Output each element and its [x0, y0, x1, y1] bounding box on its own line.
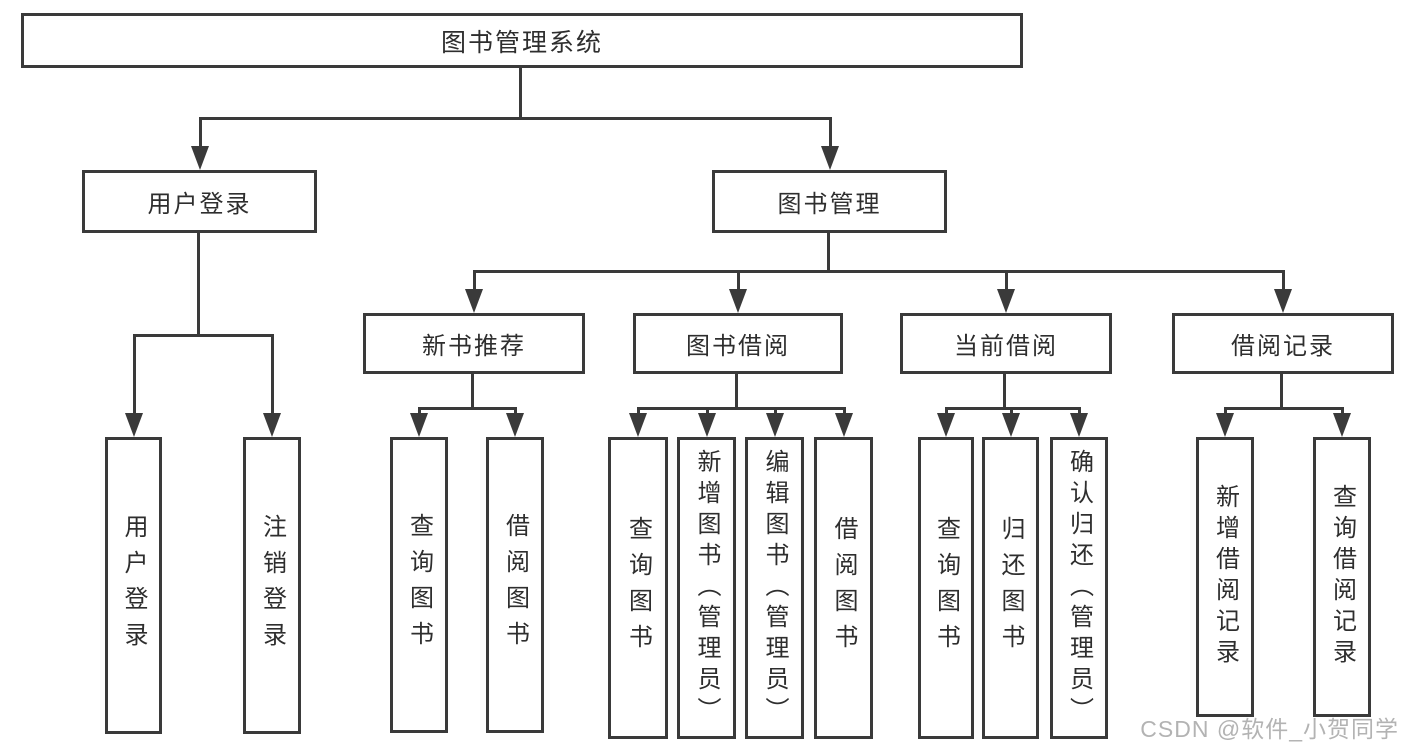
leaf-confirm-return-admin-label: 确认归还（管理员）	[1065, 448, 1093, 728]
node-book-borrowing: 图书借阅	[633, 313, 843, 374]
arrowhead-down-icon	[1216, 413, 1234, 437]
arrowhead-down-icon	[125, 413, 143, 437]
connector-line	[636, 406, 640, 415]
connector-line	[773, 406, 777, 415]
node-current-borrowing-label: 当前借阅	[954, 333, 1058, 360]
connector-line	[944, 406, 948, 415]
leaf-add-books-admin-label: 新增图书（管理员）	[693, 448, 720, 728]
connector-line	[1223, 406, 1227, 415]
leaf-add-books-admin: 新增图书（管理员）	[677, 437, 736, 739]
leaf-query-books-2: 查询图书	[608, 437, 668, 739]
connector-line	[1280, 374, 1283, 410]
leaf-query-books-1-label: 查询图书	[405, 513, 433, 657]
node-user-login-label: 用户登录	[147, 191, 252, 218]
connector-line	[417, 406, 421, 415]
node-library-management-system: 图书管理系统	[21, 13, 1023, 68]
node-borrowing-records: 借阅记录	[1172, 313, 1394, 374]
connector-line	[1281, 269, 1285, 291]
connector-line	[736, 269, 740, 291]
arrowhead-down-icon	[821, 146, 839, 170]
leaf-logout-label: 注销登录	[258, 513, 286, 658]
connector-line	[200, 116, 830, 120]
arrowhead-down-icon	[629, 413, 647, 437]
connector-line	[1077, 406, 1081, 415]
connector-line	[519, 68, 522, 119]
connector-line	[1004, 269, 1008, 291]
connector-line	[1009, 406, 1013, 415]
connector-line	[471, 374, 474, 410]
connector-line	[270, 333, 274, 415]
leaf-borrow-books-1-label: 借阅图书	[501, 513, 529, 657]
connector-line	[638, 406, 844, 410]
leaf-query-borrow-record-label: 查询借阅记录	[1328, 484, 1356, 670]
node-library-management-system-label: 图书管理系统	[440, 28, 603, 57]
connector-line	[419, 406, 515, 410]
connector-line	[1225, 406, 1342, 410]
node-current-borrowing: 当前借阅	[900, 313, 1112, 374]
arrowhead-down-icon	[1333, 413, 1351, 437]
connector-line	[513, 406, 517, 415]
arrowhead-down-icon	[937, 413, 955, 437]
connector-line	[1340, 406, 1344, 415]
leaf-user-login-label: 用户登录	[120, 513, 147, 658]
leaf-add-borrow-record: 新增借阅记录	[1196, 437, 1254, 717]
leaf-user-login: 用户登录	[105, 437, 162, 734]
connector-line	[134, 333, 272, 337]
node-book-management-label: 图书管理	[777, 191, 882, 218]
leaf-add-borrow-record-label: 新增借阅记录	[1211, 484, 1239, 670]
arrowhead-down-icon	[835, 413, 853, 437]
leaf-edit-books-admin: 编辑图书（管理员）	[745, 437, 804, 739]
leaf-logout: 注销登录	[243, 437, 301, 734]
connector-line	[705, 406, 709, 415]
leaf-borrow-books-2-label: 借阅图书	[830, 516, 857, 660]
connector-line	[472, 269, 476, 291]
csdn-watermark: CSDN @软件_小贺同学	[1140, 716, 1399, 742]
arrowhead-down-icon	[698, 413, 716, 437]
arrowhead-down-icon	[191, 146, 209, 170]
leaf-query-books-1: 查询图书	[390, 437, 448, 733]
arrowhead-down-icon	[1002, 413, 1020, 437]
leaf-return-books-label: 归还图书	[997, 516, 1024, 660]
arrowhead-down-icon	[506, 413, 524, 437]
leaf-query-books-2-label: 查询图书	[624, 516, 652, 660]
arrowhead-down-icon	[1274, 289, 1292, 313]
arrowhead-down-icon	[410, 413, 428, 437]
leaf-edit-books-admin-label: 编辑图书（管理员）	[761, 448, 788, 728]
leaf-confirm-return-admin: 确认归还（管理员）	[1050, 437, 1108, 739]
arrowhead-down-icon	[1070, 413, 1088, 437]
connector-line	[1003, 374, 1006, 410]
leaf-query-books-3-label: 查询图书	[932, 516, 960, 660]
arrowhead-down-icon	[263, 413, 281, 437]
arrowhead-down-icon	[729, 289, 747, 313]
connector-line	[827, 233, 830, 273]
arrowhead-down-icon	[997, 289, 1015, 313]
connector-line	[842, 406, 846, 415]
arrowhead-down-icon	[465, 289, 483, 313]
node-user-login: 用户登录	[82, 170, 317, 233]
node-new-book-recommendation-label: 新书推荐	[422, 333, 526, 360]
node-borrowing-records-label: 借阅记录	[1231, 333, 1335, 360]
connector-line	[946, 406, 1079, 410]
arrowhead-down-icon	[766, 413, 784, 437]
leaf-return-books: 归还图书	[982, 437, 1039, 739]
connector-line	[198, 116, 202, 148]
connector-line	[197, 233, 200, 337]
leaf-borrow-books-1: 借阅图书	[486, 437, 544, 733]
node-new-book-recommendation: 新书推荐	[363, 313, 585, 374]
connector-line	[828, 116, 832, 148]
leaf-borrow-books-2: 借阅图书	[814, 437, 873, 739]
leaf-query-borrow-record: 查询借阅记录	[1313, 437, 1371, 717]
connector-line	[132, 333, 136, 415]
connector-line	[474, 269, 1283, 273]
node-book-borrowing-label: 图书借阅	[686, 333, 790, 360]
connector-line	[735, 374, 738, 410]
node-book-management: 图书管理	[712, 170, 947, 233]
leaf-query-books-3: 查询图书	[918, 437, 974, 739]
